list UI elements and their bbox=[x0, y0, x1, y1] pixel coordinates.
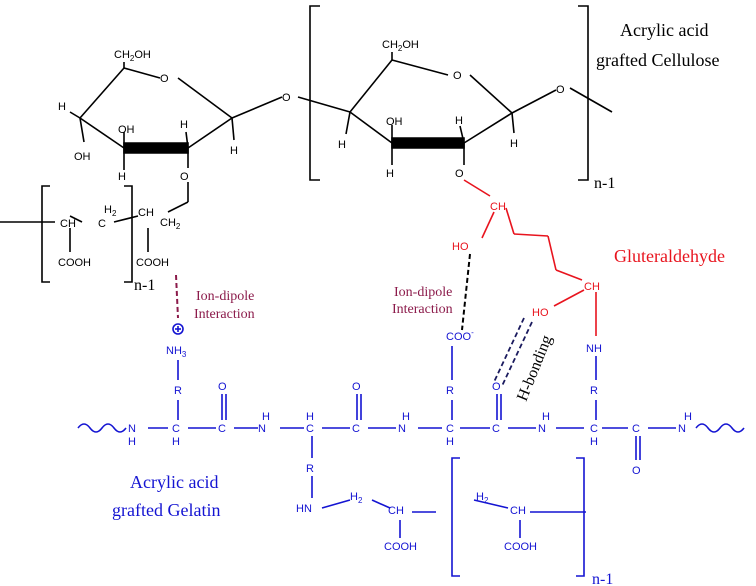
svg-text:OH: OH bbox=[386, 116, 403, 128]
svg-text:H2: H2 bbox=[476, 491, 489, 505]
svg-text:N: N bbox=[258, 423, 266, 435]
ion-dipole-label-left-2: Interaction bbox=[194, 307, 255, 322]
svg-text:R: R bbox=[590, 385, 598, 397]
svg-text:CH2OH: CH2OH bbox=[382, 39, 419, 53]
svg-text:R: R bbox=[446, 385, 454, 397]
h-bond-line-2 bbox=[501, 321, 533, 387]
svg-text:C: C bbox=[492, 423, 500, 435]
svg-text:H: H bbox=[230, 145, 238, 157]
crosslinker-atoms: CH HO HO CH bbox=[452, 201, 600, 319]
svg-text:COOH: COOH bbox=[58, 257, 91, 269]
svg-text:H: H bbox=[128, 436, 136, 448]
svg-text:C: C bbox=[98, 218, 106, 230]
svg-text:CH: CH bbox=[510, 505, 526, 517]
svg-text:H: H bbox=[386, 168, 394, 180]
svg-text:HO: HO bbox=[452, 241, 469, 253]
svg-text:HO: HO bbox=[532, 307, 549, 319]
svg-text:CH: CH bbox=[490, 201, 506, 213]
svg-text:N: N bbox=[398, 423, 406, 435]
svg-text:N: N bbox=[678, 423, 686, 435]
graft-repeat-subscript: n-1 bbox=[134, 277, 155, 294]
ion-dipole-label-left-1: Ion-dipole bbox=[196, 289, 254, 304]
svg-text:CH: CH bbox=[138, 207, 154, 219]
ion-dipole-label-right-1: Ion-dipole bbox=[394, 285, 452, 300]
svg-text:H: H bbox=[446, 436, 454, 448]
svg-text:O: O bbox=[455, 168, 464, 180]
svg-text:CH: CH bbox=[388, 505, 404, 517]
svg-text:O: O bbox=[180, 171, 189, 183]
svg-text:H: H bbox=[684, 411, 692, 423]
ion-dipole-bond-left bbox=[175, 274, 179, 319]
svg-text:O: O bbox=[352, 381, 361, 393]
svg-text:COO-: COO- bbox=[446, 328, 474, 343]
svg-text:H: H bbox=[262, 411, 270, 423]
svg-text:H: H bbox=[172, 436, 180, 448]
svg-text:O: O bbox=[218, 381, 227, 393]
svg-text:O: O bbox=[632, 465, 641, 477]
svg-text:COOH: COOH bbox=[136, 257, 169, 269]
svg-text:N: N bbox=[128, 423, 136, 435]
svg-text:H: H bbox=[402, 411, 410, 423]
svg-text:H2: H2 bbox=[104, 204, 117, 218]
gelatin-repeat-subscript: n-1 bbox=[592, 571, 613, 586]
svg-text:COOH: COOH bbox=[384, 541, 417, 553]
ion-dipole-label-right-2: Interaction bbox=[392, 302, 453, 317]
crosslinker-label: Gluteraldehyde bbox=[614, 246, 725, 266]
svg-text:OH: OH bbox=[118, 124, 135, 136]
svg-text:CH: CH bbox=[584, 281, 600, 293]
svg-text:N: N bbox=[538, 423, 546, 435]
svg-text:H: H bbox=[455, 115, 463, 127]
svg-text:C: C bbox=[632, 423, 640, 435]
h-bond-line-1 bbox=[493, 317, 525, 383]
svg-text:R: R bbox=[306, 463, 314, 475]
ion-dipole-bond-right bbox=[461, 253, 471, 331]
gelatin-backbone bbox=[77, 323, 745, 577]
svg-text:O: O bbox=[492, 381, 501, 393]
svg-text:O: O bbox=[282, 92, 291, 104]
svg-text:C: C bbox=[172, 423, 180, 435]
svg-text:C: C bbox=[590, 423, 598, 435]
cellulose-title-line2: grafted Cellulose bbox=[596, 50, 719, 70]
svg-text:H: H bbox=[338, 139, 346, 151]
svg-text:H: H bbox=[510, 138, 518, 150]
cellulose-title-line1: Acrylic acid bbox=[620, 20, 708, 40]
svg-text:C: C bbox=[352, 423, 360, 435]
gelatin-title-line1: Acrylic acid bbox=[130, 472, 218, 492]
gelatin-title-line2: grafted Gelatin bbox=[112, 500, 220, 520]
svg-text:CH2: CH2 bbox=[160, 217, 181, 231]
svg-text:C: C bbox=[446, 423, 454, 435]
svg-text:CH2OH: CH2OH bbox=[114, 49, 151, 63]
svg-text:O: O bbox=[556, 84, 565, 96]
svg-text:H2: H2 bbox=[350, 491, 363, 505]
svg-text:H: H bbox=[590, 436, 598, 448]
svg-text:R: R bbox=[174, 385, 182, 397]
svg-text:H: H bbox=[58, 101, 66, 113]
svg-text:HN: HN bbox=[296, 503, 312, 515]
svg-text:O: O bbox=[160, 73, 169, 85]
svg-text:OH: OH bbox=[74, 151, 91, 163]
svg-text:NH3: NH3 bbox=[166, 345, 187, 359]
svg-text:H: H bbox=[542, 411, 550, 423]
svg-text:C: C bbox=[218, 423, 226, 435]
svg-text:H: H bbox=[306, 411, 314, 423]
crosslinker-chain bbox=[463, 179, 597, 336]
cellulose-atoms: CH2OH O H OH OH H H H O O CH2OH O H OH H… bbox=[58, 39, 565, 269]
cellulose-repeat-subscript: n-1 bbox=[594, 175, 615, 192]
svg-text:H: H bbox=[118, 171, 126, 183]
svg-text:C: C bbox=[306, 423, 314, 435]
svg-text:COOH: COOH bbox=[504, 541, 537, 553]
svg-text:NH: NH bbox=[586, 343, 602, 355]
svg-text:CH: CH bbox=[60, 218, 76, 230]
svg-text:H: H bbox=[180, 119, 188, 131]
h-bonding-label: H-bonding bbox=[514, 333, 556, 404]
cellulose-backbone bbox=[0, 5, 613, 283]
svg-text:O: O bbox=[453, 70, 462, 82]
